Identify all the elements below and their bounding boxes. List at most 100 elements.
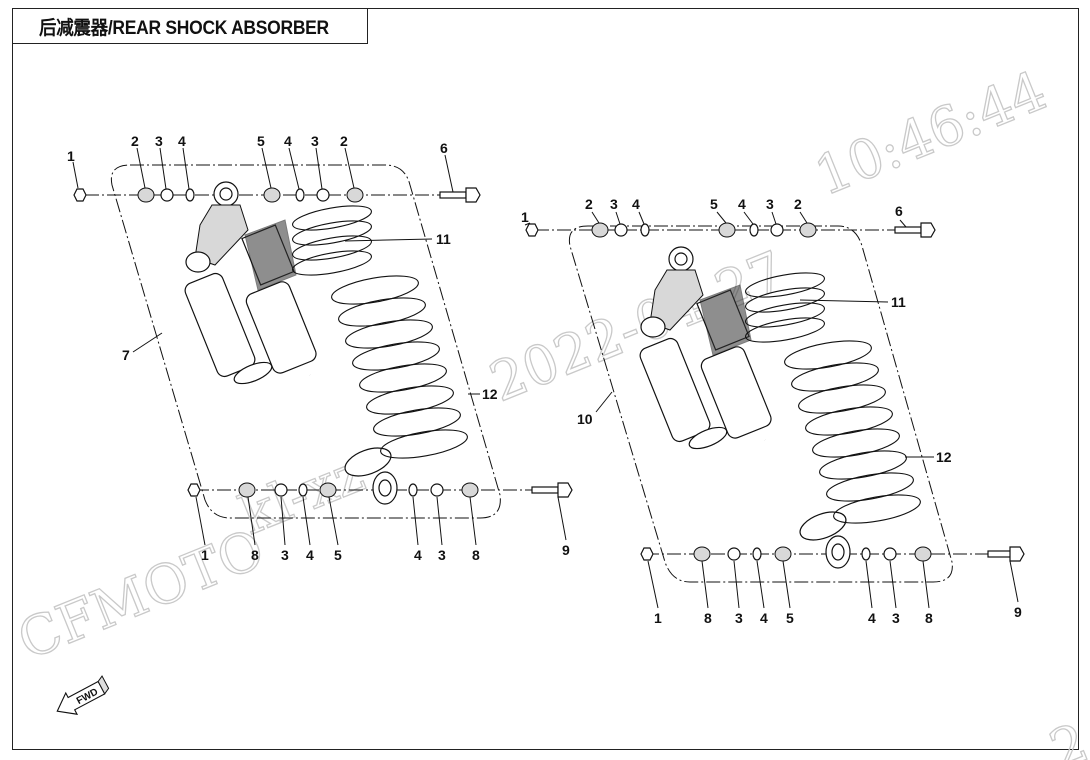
fwd-label: FWD [75,687,100,707]
bolt-shank-icon [439,191,467,199]
watermark-corner: 2 [1041,711,1090,760]
nut-icon [525,223,539,237]
washer-icon [727,547,741,561]
callout-top-3: 3 [155,133,163,149]
left-group-outline [110,164,501,519]
callout-bottom-9: 9 [1014,604,1022,620]
callout-top-4: 4 [178,133,186,149]
washer-icon [274,483,288,497]
callout-top-3b: 3 [311,133,319,149]
callout-bottom-5: 5 [786,610,794,626]
left-callouts: 1 2 3 4 5 4 3 2 6 11 7 12 1 8 3 4 5 4 3 … [67,133,570,563]
callout-spring-12: 12 [482,386,498,402]
left-top-hardware [73,187,481,203]
callout-top-2: 2 [131,133,139,149]
callout-bottom-8: 8 [251,547,259,563]
callout-assembly-7: 7 [122,347,130,363]
nut-icon [640,547,654,561]
ring-icon [861,547,871,561]
bolt-head-icon [1009,546,1025,562]
callout-top-1: 1 [521,209,529,225]
bushing-icon [461,482,479,498]
right-shock-body [639,246,851,569]
bearing-icon [319,482,337,498]
nut-icon [73,188,87,202]
callout-bottom-8: 8 [704,610,712,626]
ring-icon [295,188,305,202]
watermark-timestamp: 10:46:44 [806,59,1054,208]
ring-icon [749,223,759,237]
washer-icon [883,547,897,561]
callout-bottom-4b: 4 [414,547,422,563]
washer-icon [160,188,174,202]
left-assembly: 1 2 3 4 5 4 3 2 6 11 7 12 1 8 3 4 5 4 3 … [67,133,573,563]
callout-bottom-1: 1 [201,547,209,563]
bushing-icon [238,482,256,498]
callout-top-3: 3 [610,196,618,212]
callout-bottom-9: 9 [562,542,570,558]
callout-top-4b: 4 [738,196,746,212]
right-group-outline [568,225,953,583]
callout-spring-11: 11 [436,231,451,247]
callout-top-4b: 4 [284,133,292,149]
callout-spring-11: 11 [891,294,906,310]
right-bottom-hardware [640,546,1025,562]
left-shock-body [184,181,398,505]
bolt-shank-icon [894,226,922,234]
bushing-icon [346,187,364,203]
right-top-hardware [525,222,936,238]
diagram-title: 后减震器/REAR SHOCK ABSORBER [39,17,329,39]
callout-bottom-5: 5 [334,547,342,563]
washer-icon [614,223,628,237]
right-assembly: 1 2 3 4 5 4 3 2 6 11 10 12 1 8 3 4 5 4 3… [521,196,1025,626]
callout-bottom-4: 4 [760,610,768,626]
right-callouts: 1 2 3 4 5 4 3 2 6 11 10 12 1 8 3 4 5 4 3… [521,196,1022,626]
callout-assembly-10: 10 [577,411,593,427]
callout-top-5: 5 [257,133,265,149]
watermark: 10:46:44 2022-04-27 kl-xz CFMOTO 2 [9,58,1090,760]
bearing-icon [718,222,736,238]
callout-top-6: 6 [895,203,903,219]
nut-icon [187,483,201,497]
callout-top-2: 2 [585,196,593,212]
callout-bottom-3: 3 [735,610,743,626]
callout-top-4: 4 [632,196,640,212]
callout-bottom-8b: 8 [925,610,933,626]
ring-icon [408,483,418,497]
bushing-icon [914,546,932,562]
callout-top-5: 5 [710,196,718,212]
ring-icon [298,483,308,497]
callout-bottom-8b: 8 [472,547,480,563]
washer-icon [770,223,784,237]
fwd-arrow-icon: FWD [56,675,110,715]
callout-top-1: 1 [67,148,75,164]
left-spring-upper [292,205,372,276]
callout-top-6: 6 [440,140,448,156]
left-bottom-hardware [187,482,573,498]
bolt-shank-icon [531,486,559,494]
callout-bottom-3b: 3 [438,547,446,563]
bushing-icon [693,546,711,562]
callout-spring-12: 12 [936,449,952,465]
callout-bottom-1: 1 [654,610,662,626]
drawing-frame [12,8,1079,750]
left-leaders [72,147,567,546]
ring-icon [640,223,650,237]
left-spring-lower [331,275,468,459]
title-box: 后减震器/REAR SHOCK ABSORBER [12,8,368,44]
bearing-icon [774,546,792,562]
bushing-icon [137,187,155,203]
washer-icon [430,483,444,497]
callout-bottom-3: 3 [281,547,289,563]
callout-bottom-4b: 4 [868,610,876,626]
bolt-head-icon [557,482,573,498]
bushing-icon [591,222,609,238]
watermark-brand: CFMOTO [9,517,272,672]
ring-icon [185,188,195,202]
right-leaders [524,211,1019,609]
bushing-icon [799,222,817,238]
washer-icon [316,188,330,202]
callout-top-2b: 2 [794,196,802,212]
right-spring-upper [745,272,825,343]
